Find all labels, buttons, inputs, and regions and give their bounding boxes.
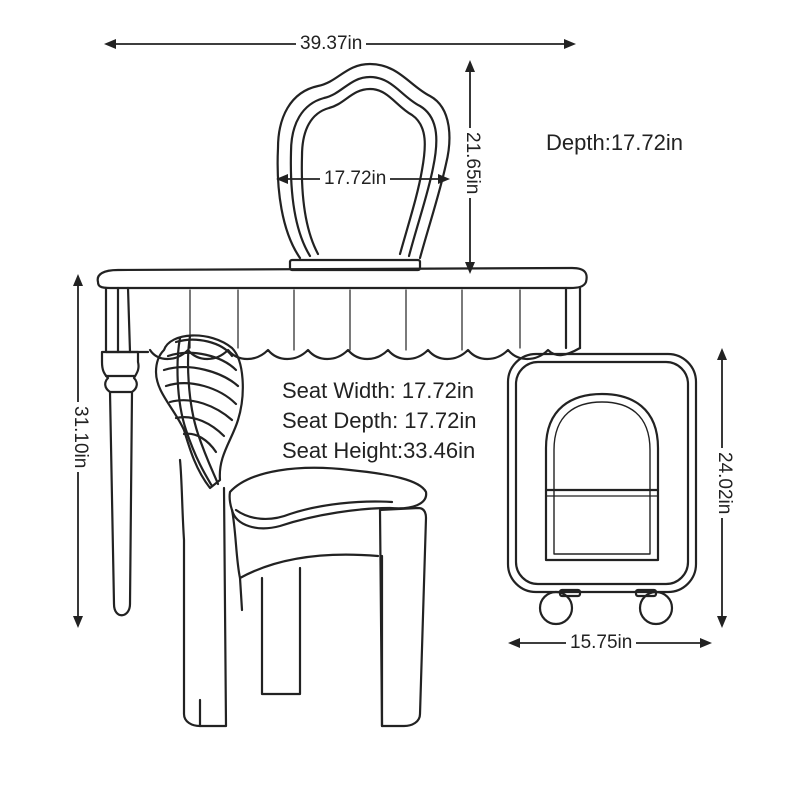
vanity-table — [96, 266, 588, 617]
depth-label: Depth:17.72in — [546, 130, 683, 155]
seat-width-label: Seat Width: 17.72in — [282, 378, 475, 403]
vanity-chair — [154, 334, 428, 728]
mirror-height-label: 21.65in — [462, 128, 483, 199]
total-width-label: 39.37in — [296, 34, 367, 53]
seat-depth-label: Seat Depth: 17.72in — [282, 408, 477, 433]
cloud-mirror — [276, 62, 451, 272]
cabinet-width-label: 15.75in — [566, 633, 637, 652]
rolling-cabinet — [506, 352, 698, 626]
mirror-width-label: 17.72in — [320, 169, 391, 188]
seat-height-label: Seat Height:33.46in — [282, 438, 476, 463]
cabinet-height-label: 24.02in — [714, 448, 735, 519]
table-height-label: 31.10in — [70, 402, 91, 473]
